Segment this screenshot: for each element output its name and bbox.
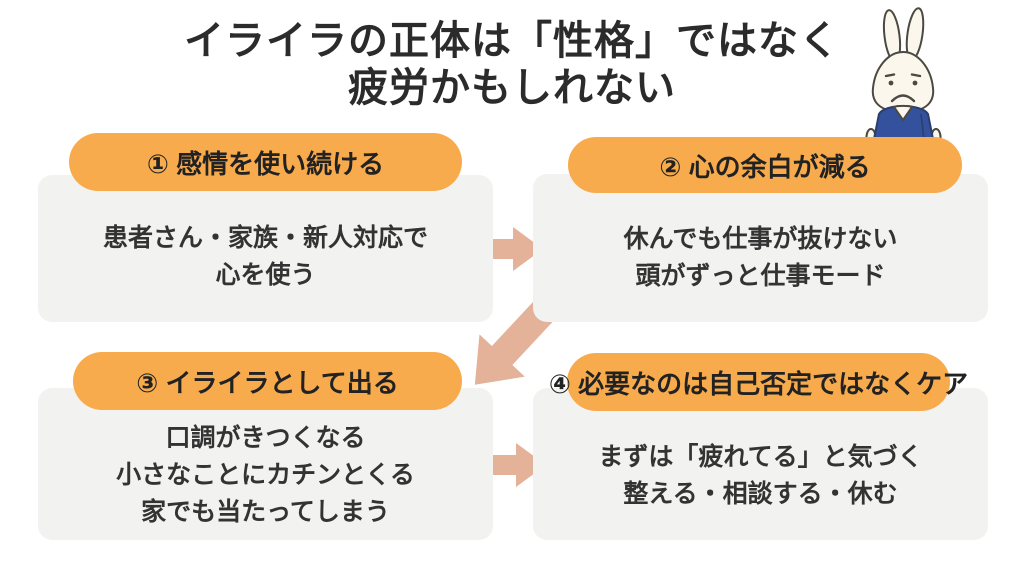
step-3-line-3: 家でも当たってしまう: [141, 497, 390, 526]
step-1-text: 患者さん・家族・新人対応で 心を使う: [38, 192, 493, 322]
step-1-line-1: 患者さん・家族・新人対応で: [102, 224, 428, 252]
arrow-right-icon-step3-to-step4: [486, 437, 546, 493]
step-3-body: [38, 388, 493, 540]
step-2-line-2: 頭がずっと仕事モード: [635, 262, 886, 290]
step-card-3: ③ イライラとして出る 口調がきつくなる 小さなことにカチンとくる 家でも当たっ…: [38, 352, 493, 540]
step-3-header: ③ イライラとして出る: [73, 352, 462, 410]
title-line-1: イライラの正体は「性格」ではなく: [184, 19, 840, 63]
step-2-body: [533, 174, 988, 322]
step-2-text: 休んでも仕事が抜けない 頭がずっと仕事モード: [533, 194, 988, 322]
page-title: イライラの正体は「性格」ではなく 疲労かもしれない: [0, 18, 1024, 112]
step-1-body: [38, 175, 493, 322]
step-1-line-2: 心を使う: [215, 261, 316, 289]
step-3-line-2: 小さなことにカチンとくる: [116, 460, 415, 489]
step-4-line-1: まずは「疲れてる」と気づく: [598, 443, 923, 471]
step-4-header: ④ 必要なのは自己否定ではなくケア: [549, 353, 968, 411]
step-2-line-1: 休んでも仕事が抜けない: [623, 225, 898, 253]
step-1-header: ① 感情を使い続ける: [69, 133, 462, 191]
step-4-body: [533, 388, 988, 540]
rabbit-mascot-illustration: [865, 7, 942, 146]
step-card-1: ① 感情を使い続ける 患者さん・家族・新人対応で 心を使う: [38, 133, 493, 322]
arrow-right-icon-step1-to-step2: [483, 221, 543, 277]
step-card-4: ④ 必要なのは自己否定ではなくケア まずは「疲れてる」と気づく 整える・相談する…: [533, 352, 988, 540]
step-4-text: まずは「疲れてる」と気づく 整える・相談する・休む: [533, 412, 988, 540]
title-line-2: 疲労かもしれない: [348, 66, 676, 110]
step-3-line-1: 口調がきつくなる: [165, 423, 366, 452]
step-card-2: ② 心の余白が減る 休んでも仕事が抜けない 頭がずっと仕事モード: [533, 137, 988, 322]
arrow-diagonal-icon-step2-to-step3: [451, 285, 570, 406]
step-2-header: ② 心の余白が減る: [568, 137, 962, 193]
step-4-line-2: 整える・相談する・休む: [623, 480, 898, 508]
step-3-text: 口調がきつくなる 小さなことにカチンとくる 家でも当たってしまう: [38, 410, 493, 540]
